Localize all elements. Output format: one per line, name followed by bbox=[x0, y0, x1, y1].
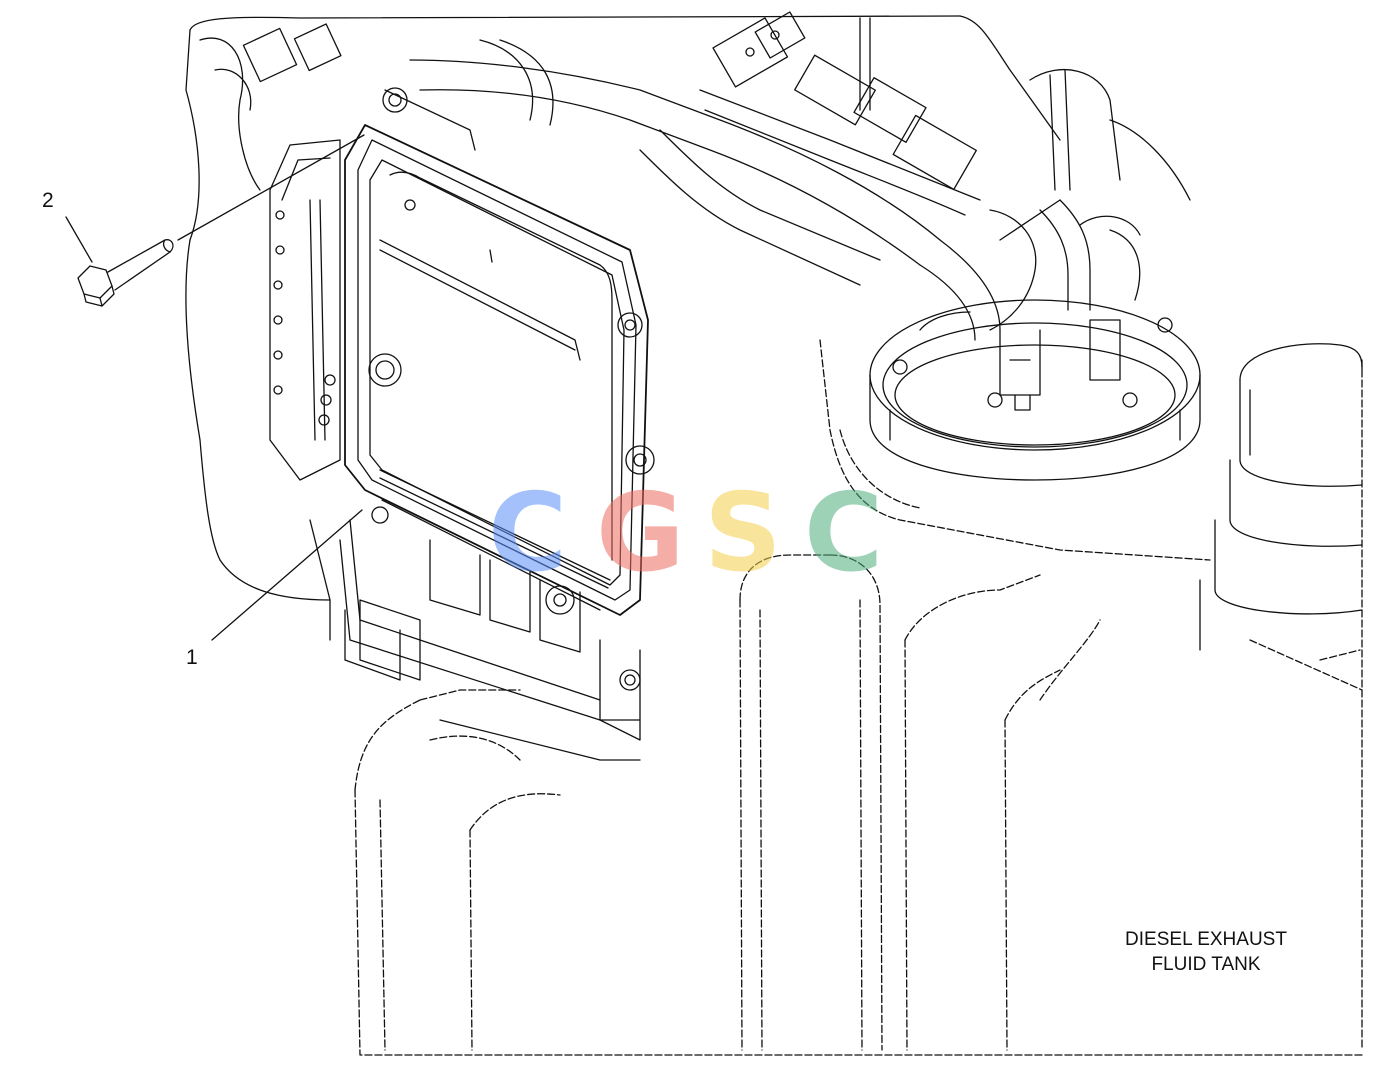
leader-lines bbox=[65, 134, 365, 641]
watermark-letter-2: G bbox=[596, 471, 685, 596]
engine-background-outline bbox=[185, 15, 1191, 601]
def-tank bbox=[354, 339, 1363, 1056]
tank-label-line-1: DIESEL EXHAUST bbox=[1125, 929, 1287, 950]
watermark-logo: C G S C bbox=[488, 480, 898, 592]
watermark-letter-1: C bbox=[488, 471, 568, 596]
bolt bbox=[77, 239, 174, 307]
tank-sender-unit bbox=[869, 299, 1201, 481]
hoses bbox=[409, 39, 1141, 341]
callout-number-1: 1 bbox=[186, 646, 198, 669]
lower-frame bbox=[309, 519, 641, 761]
mounting-bracket bbox=[269, 139, 341, 481]
wiring-connectors bbox=[242, 11, 977, 191]
watermark-letter-3: S bbox=[704, 471, 782, 596]
tank-label-line-2: FLUID TANK bbox=[1151, 954, 1261, 975]
callout-number-2: 2 bbox=[42, 189, 54, 212]
tank-label: DIESEL EXHAUST FLUID TANK bbox=[1100, 927, 1312, 977]
watermark-letter-4: C bbox=[804, 471, 884, 596]
control-module bbox=[344, 87, 655, 616]
filler-cap bbox=[1199, 343, 1363, 651]
